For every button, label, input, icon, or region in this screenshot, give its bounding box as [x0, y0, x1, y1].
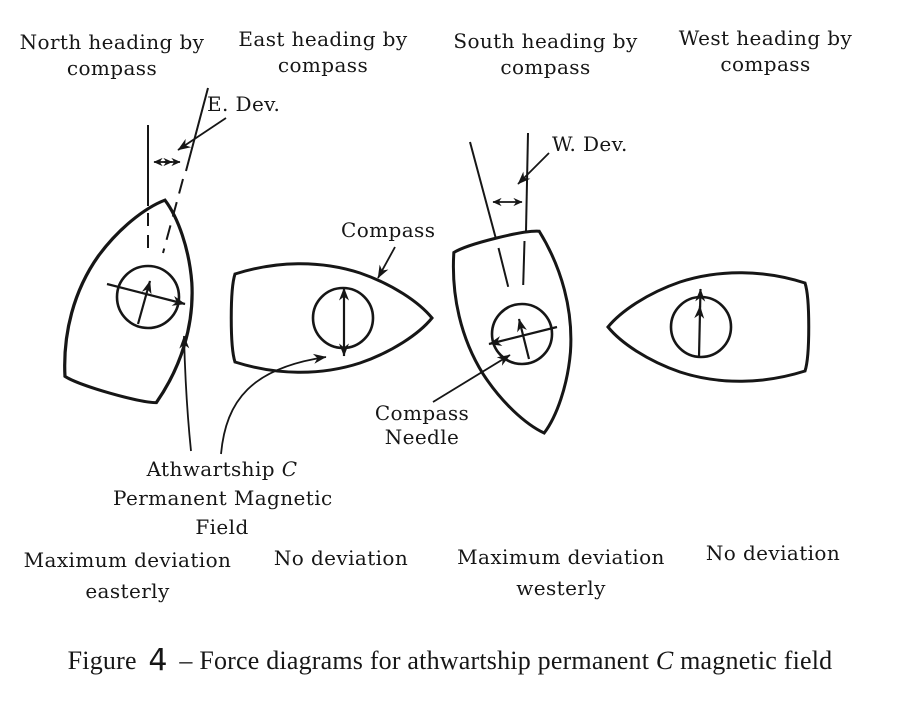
athwartship-leader-line: [179, 335, 192, 452]
result-label-south: Maximum deviation westerly: [448, 542, 674, 604]
c-coefficient-symbol: C: [281, 457, 298, 481]
compass-needle-callout-line2: Needle: [384, 425, 460, 449]
heading-label-west-line2: compass: [720, 52, 811, 76]
heading-label-south-line1: South heading by: [453, 29, 638, 53]
result-north-line2: easterly: [85, 579, 170, 603]
ship-axis-line-dashed: [497, 247, 510, 291]
figure-caption-text-1: Force diagrams for athwartship permanent: [199, 646, 650, 675]
heading-label-north-line1: North heading by: [19, 30, 205, 54]
compass-north-line-dashed: [522, 240, 526, 293]
heading-label-south: South heading by compass: [448, 28, 643, 80]
result-label-north: Maximum deviation easterly: [15, 545, 240, 607]
result-south-line2: westerly: [516, 576, 606, 600]
boat-east: [220, 246, 434, 455]
heading-label-east-line1: East heading by: [238, 27, 408, 51]
boat-west: [606, 271, 811, 383]
heading-label-north-line2: compass: [66, 56, 158, 80]
w-dev-leader-line: [517, 152, 550, 185]
heading-label-east-line2: compass: [277, 53, 369, 77]
compass-needle-arrow: [136, 280, 152, 325]
compass-needle-callout-line1: Compass: [374, 401, 470, 425]
east-deviation-label: E. Dev.: [207, 92, 281, 116]
ship-axis-line: [185, 87, 209, 172]
compass-needle-leader-line: [432, 354, 511, 403]
compass-circle: [490, 302, 554, 366]
ship-axis-line: [469, 141, 497, 240]
compass-circle: [115, 264, 181, 330]
heading-label-west: West heading by compass: [668, 25, 863, 77]
hull-path: [51, 182, 223, 411]
figure-caption-word: Figure: [67, 646, 137, 675]
result-label-west: No deviation: [705, 541, 841, 565]
athwartship-field-line2: Permanent Magnetic: [113, 486, 333, 510]
boat-south: [432, 132, 599, 448]
compass-leader-line: [377, 246, 396, 279]
compass-needle-callout-label: Compass Needle: [372, 401, 472, 449]
hull-path: [229, 262, 434, 374]
heading-label-east: East heading by compass: [228, 26, 418, 78]
figure-caption: Figure 4 – Force diagrams for athwartshi…: [0, 643, 900, 678]
figure-caption-number: 4: [148, 643, 168, 678]
e-dev-leader-line: [177, 117, 227, 151]
compass-callout-label: Compass: [341, 218, 436, 242]
athwartship-force-arrow: [488, 325, 558, 346]
compass-north-line: [525, 132, 529, 232]
athwartship-force-arrow: [106, 282, 186, 306]
compass-needle-arrow: [517, 318, 531, 360]
figure-caption-separator: –: [179, 646, 193, 675]
needle-and-force-arrow: [695, 288, 706, 358]
figure-caption-c-symbol: C: [655, 646, 674, 675]
result-label-east: No deviation: [273, 546, 409, 570]
west-deviation-label: W. Dev.: [552, 132, 628, 156]
heading-label-west-line1: West heading by: [678, 26, 853, 50]
hull-path: [606, 271, 811, 383]
boat-north: [51, 87, 227, 452]
force-second-arrowhead: [694, 305, 705, 319]
result-south-line1: Maximum deviation: [457, 545, 665, 569]
heading-label-south-line2: compass: [500, 55, 591, 79]
athwartship-field-line3: Field: [195, 515, 249, 539]
athwartship-field-label: Athwartship C Permanent Magnetic Field: [113, 455, 333, 542]
figure-caption-text-2: magnetic field: [680, 646, 833, 675]
result-north-line1: Maximum deviation: [23, 548, 232, 572]
heading-label-north: North heading by compass: [12, 29, 212, 81]
athwartship-field-line1: Athwartship C: [146, 457, 298, 481]
athwartship-curved-leader-line: [220, 353, 327, 455]
